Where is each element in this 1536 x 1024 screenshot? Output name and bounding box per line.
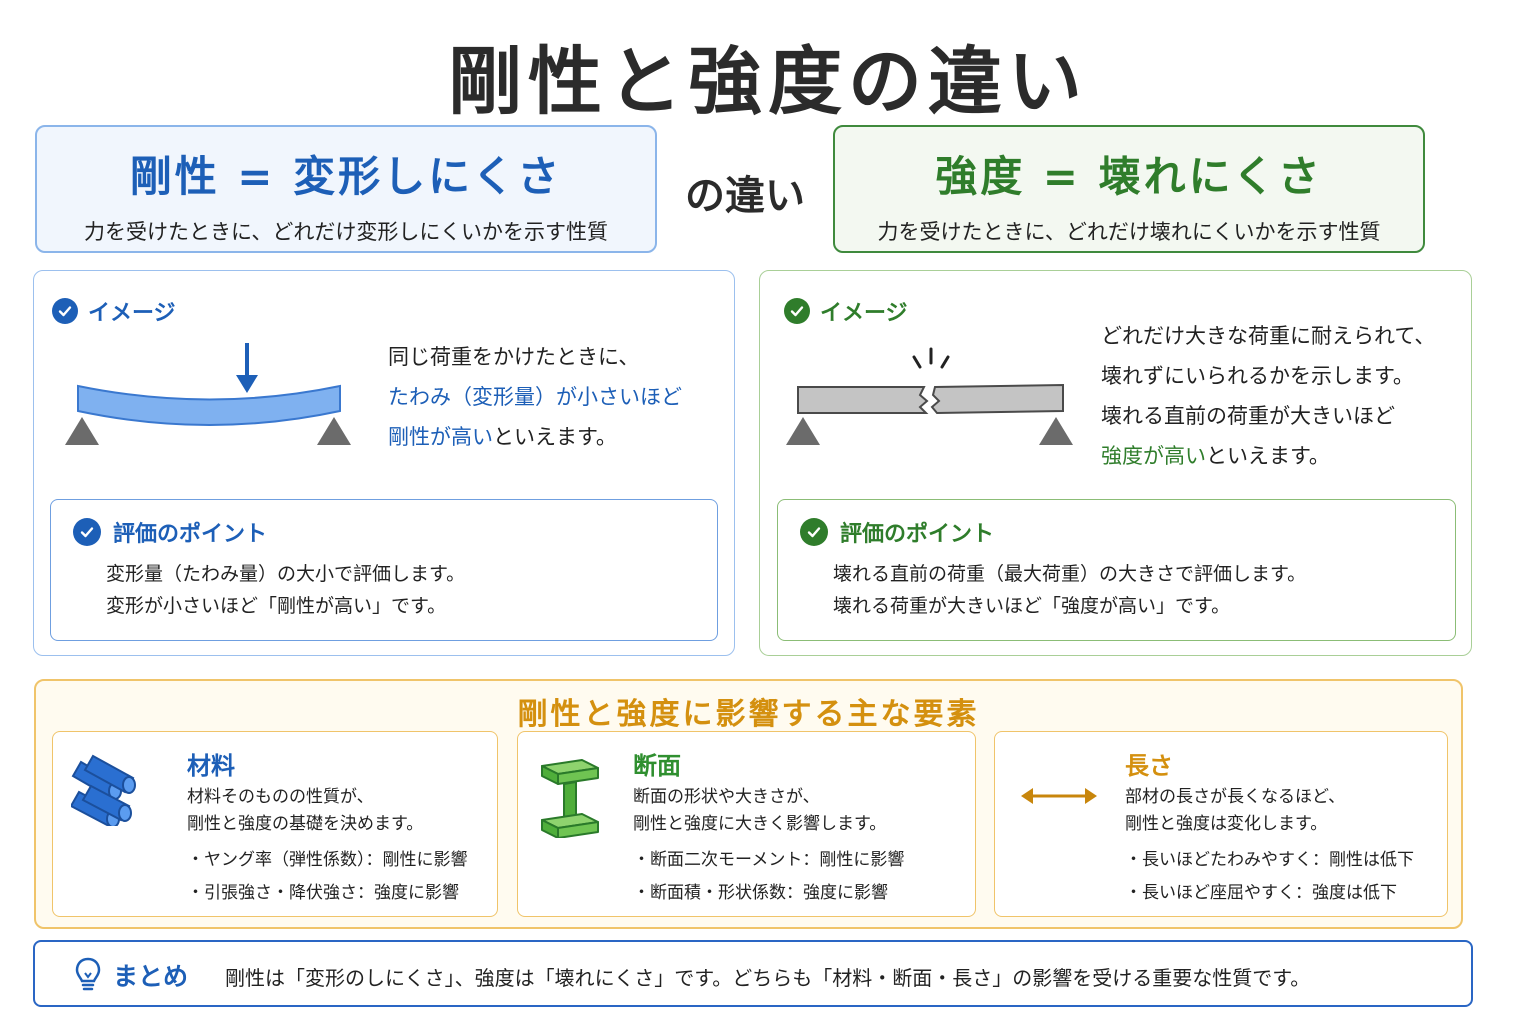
stiffness-definition-box: 剛性 = 変形しにくさ 力を受けたときに、どれだけ変形しにくいかを示す性質 <box>35 125 657 253</box>
factors-section: 剛性と強度に影響する主な要素 材料 材料そのものの性質が、 剛性と強度の基礎を決… <box>34 679 1463 929</box>
highlight-text: 剛性が高い <box>388 425 493 449</box>
summary-text: 剛性は「変形のしにくさ」、強度は「壊れにくさ」です。どちらも「材料・断面・長さ」… <box>225 966 1311 990</box>
strength-definition-box: 強度 = 壊れにくさ 力を受けたときに、どれだけ壊れにくいかを示す性質 <box>833 125 1425 253</box>
lightbulb-icon <box>75 957 101 991</box>
desc-line: 材料そのものの性質が、 <box>187 787 374 807</box>
stiffness-definition-title: 剛性 = 変形しにくさ <box>129 152 563 201</box>
strength-definition-title: 強度 = 壊れにくさ <box>935 152 1323 201</box>
material-bars-icon <box>71 754 136 826</box>
text-line: 壊れずにいられるかを示します。 <box>1101 364 1414 388</box>
desc-line: 剛性と強度は変化します。 <box>1125 814 1328 834</box>
image-heading-label: イメージ <box>820 301 908 326</box>
beam-right-half <box>930 383 1064 415</box>
breaking-beam-diagram <box>786 347 1073 445</box>
beam-left-half <box>797 386 929 414</box>
text-rest: といえます。 <box>493 425 617 449</box>
load-arrow-icon <box>236 375 258 393</box>
comparison-label: の違い <box>685 173 805 219</box>
factor-bullets: ・断面二次モーメント：剛性に影響 ・断面積・形状係数：強度に影響 <box>633 844 904 910</box>
desc-line: 断面の形状や大きさが、 <box>633 787 820 807</box>
strength-panel: イメージ どれだけ大きな荷重に耐えられて、 壊れずにいられるかを示します。 壊れ… <box>759 270 1472 656</box>
text-line: どれだけ大きな荷重に耐えられて、 <box>1101 324 1436 348</box>
eval-line: 壊れる荷重が大きいほど「強度が高い」です。 <box>833 595 1231 617</box>
factor-card-material: 材料 材料そのものの性質が、 剛性と強度の基礎を決めます。 ・ヤング率（弾性係数… <box>52 731 498 917</box>
stiffness-image-heading: イメージ <box>52 295 176 327</box>
factor-card-length: 長さ 部材の長さが長くなるほど、 剛性と強度は変化します。 ・長いほどたわみやす… <box>994 731 1448 917</box>
bullet-line: ・長いほどたわみやすく：剛性は低下 <box>1125 850 1414 870</box>
factor-desc: 断面の形状や大きさが、 剛性と強度に大きく影響します。 <box>633 784 886 838</box>
text-line: 同じ荷重をかけたときに、 <box>388 345 640 369</box>
check-circle-icon <box>784 298 810 324</box>
support-right-icon <box>317 417 351 445</box>
bullet-line: ・引張強さ・降伏強さ：強度に影響 <box>187 883 459 903</box>
factor-card-section: 断面 断面の形状や大きさが、 剛性と強度に大きく影響します。 ・断面二次モーメン… <box>517 731 976 917</box>
strength-eval-box: 評価のポイント 壊れる直前の荷重（最大荷重）の大きさで評価します。 壊れる荷重が… <box>777 499 1456 641</box>
bullet-line: ・長いほど座屈やすく：強度は低下 <box>1125 883 1397 903</box>
support-right-icon <box>1039 417 1073 445</box>
page-title: 剛性と強度の違い <box>448 39 1088 125</box>
check-circle-icon <box>800 518 828 546</box>
text-line-highlight: たわみ（変形量）が小さいほど <box>388 385 682 409</box>
factor-title: 長さ <box>1125 752 1173 780</box>
factor-bullets: ・長いほどたわみやすく：剛性は低下 ・長いほど座屈やすく：強度は低下 <box>1125 844 1414 910</box>
factor-title: 断面 <box>633 752 681 780</box>
text-line: 剛性が高いといえます。 <box>388 417 682 457</box>
stiffness-eval-heading: 評価のポイント <box>73 516 267 548</box>
stiffness-eval-lines: 変形量（たわみ量）の大小で評価します。 変形が小さいほど「剛性が高い」です。 <box>106 558 465 622</box>
stiffness-definition-subtitle: 力を受けたときに、どれだけ変形しにくいかを示す性質 <box>84 220 608 244</box>
desc-line: 剛性と強度に大きく影響します。 <box>633 814 887 834</box>
strength-definition-subtitle: 力を受けたときに、どれだけ壊れにくいかを示す性質 <box>877 220 1381 244</box>
crack-mark <box>912 355 922 369</box>
eval-line: 壊れる直前の荷重（最大荷重）の大きさで評価します。 <box>833 563 1307 585</box>
check-circle-icon <box>52 298 78 324</box>
summary-box: まとめ 剛性は「変形のしにくさ」、強度は「壊れにくさ」です。どちらも「材料・断面… <box>33 940 1473 1007</box>
highlight-text: 強度が高い <box>1101 444 1206 468</box>
summary-heading-label: まとめ <box>113 962 189 991</box>
stiffness-eval-box: 評価のポイント 変形量（たわみ量）の大小で評価します。 変形が小さいほど「剛性が… <box>50 499 718 641</box>
text-rest: といえます。 <box>1206 444 1330 468</box>
text-line: 壊れる直前の荷重が大きいほど <box>1101 404 1395 428</box>
factor-bullets: ・ヤング率（弾性係数）：剛性に影響 ・引張強さ・降伏強さ：強度に影響 <box>187 844 468 910</box>
factor-desc: 材料そのものの性質が、 剛性と強度の基礎を決めます。 <box>187 784 423 838</box>
bullet-line: ・断面二次モーメント：剛性に影響 <box>633 850 905 870</box>
strength-eval-heading: 評価のポイント <box>800 516 994 548</box>
stiffness-image-text: 同じ荷重をかけたときに、 たわみ（変形量）が小さいほど 剛性が高いといえます。 <box>388 337 682 457</box>
desc-line: 剛性と強度の基礎を決めます。 <box>187 814 424 834</box>
i-beam-icon <box>541 759 599 838</box>
check-circle-icon <box>73 518 101 546</box>
blue-beam <box>77 384 341 426</box>
desc-line: 部材の長さが長くなるほど、 <box>1125 787 1346 807</box>
bullet-line: ・断面積・形状係数：強度に影響 <box>633 883 888 903</box>
strength-image-heading: イメージ <box>784 295 908 327</box>
bullet-line: ・ヤング率（弾性係数）：剛性に影響 <box>187 850 468 870</box>
strength-eval-lines: 壊れる直前の荷重（最大荷重）の大きさで評価します。 壊れる荷重が大きいほど「強度… <box>833 558 1306 622</box>
crack-mark <box>940 355 950 369</box>
length-arrow-icon <box>1021 788 1097 804</box>
support-left-icon <box>65 417 99 445</box>
factor-desc: 部材の長さが長くなるほど、 剛性と強度は変化します。 <box>1125 784 1345 838</box>
eval-line: 変形が小さいほど「剛性が高い」です。 <box>106 595 447 617</box>
deflected-beam-diagram <box>65 343 351 445</box>
image-heading-label: イメージ <box>88 301 176 326</box>
eval-heading-label: 評価のポイント <box>113 522 268 547</box>
summary-heading: まとめ <box>75 957 188 993</box>
eval-line: 変形量（たわみ量）の大小で評価します。 <box>106 563 466 585</box>
support-left-icon <box>786 417 820 445</box>
factor-title: 材料 <box>187 752 235 780</box>
strength-image-text: どれだけ大きな荷重に耐えられて、 壊れずにいられるかを示します。 壊れる直前の荷… <box>1101 316 1435 476</box>
factors-title: 剛性と強度に影響する主な要素 <box>517 697 980 732</box>
eval-heading-label: 評価のポイント <box>840 522 995 547</box>
stiffness-panel: イメージ 同じ荷重をかけたときに、 たわみ（変形量）が小さいほど 剛性が高いとい… <box>33 270 735 656</box>
text-line: 強度が高いといえます。 <box>1101 436 1435 476</box>
